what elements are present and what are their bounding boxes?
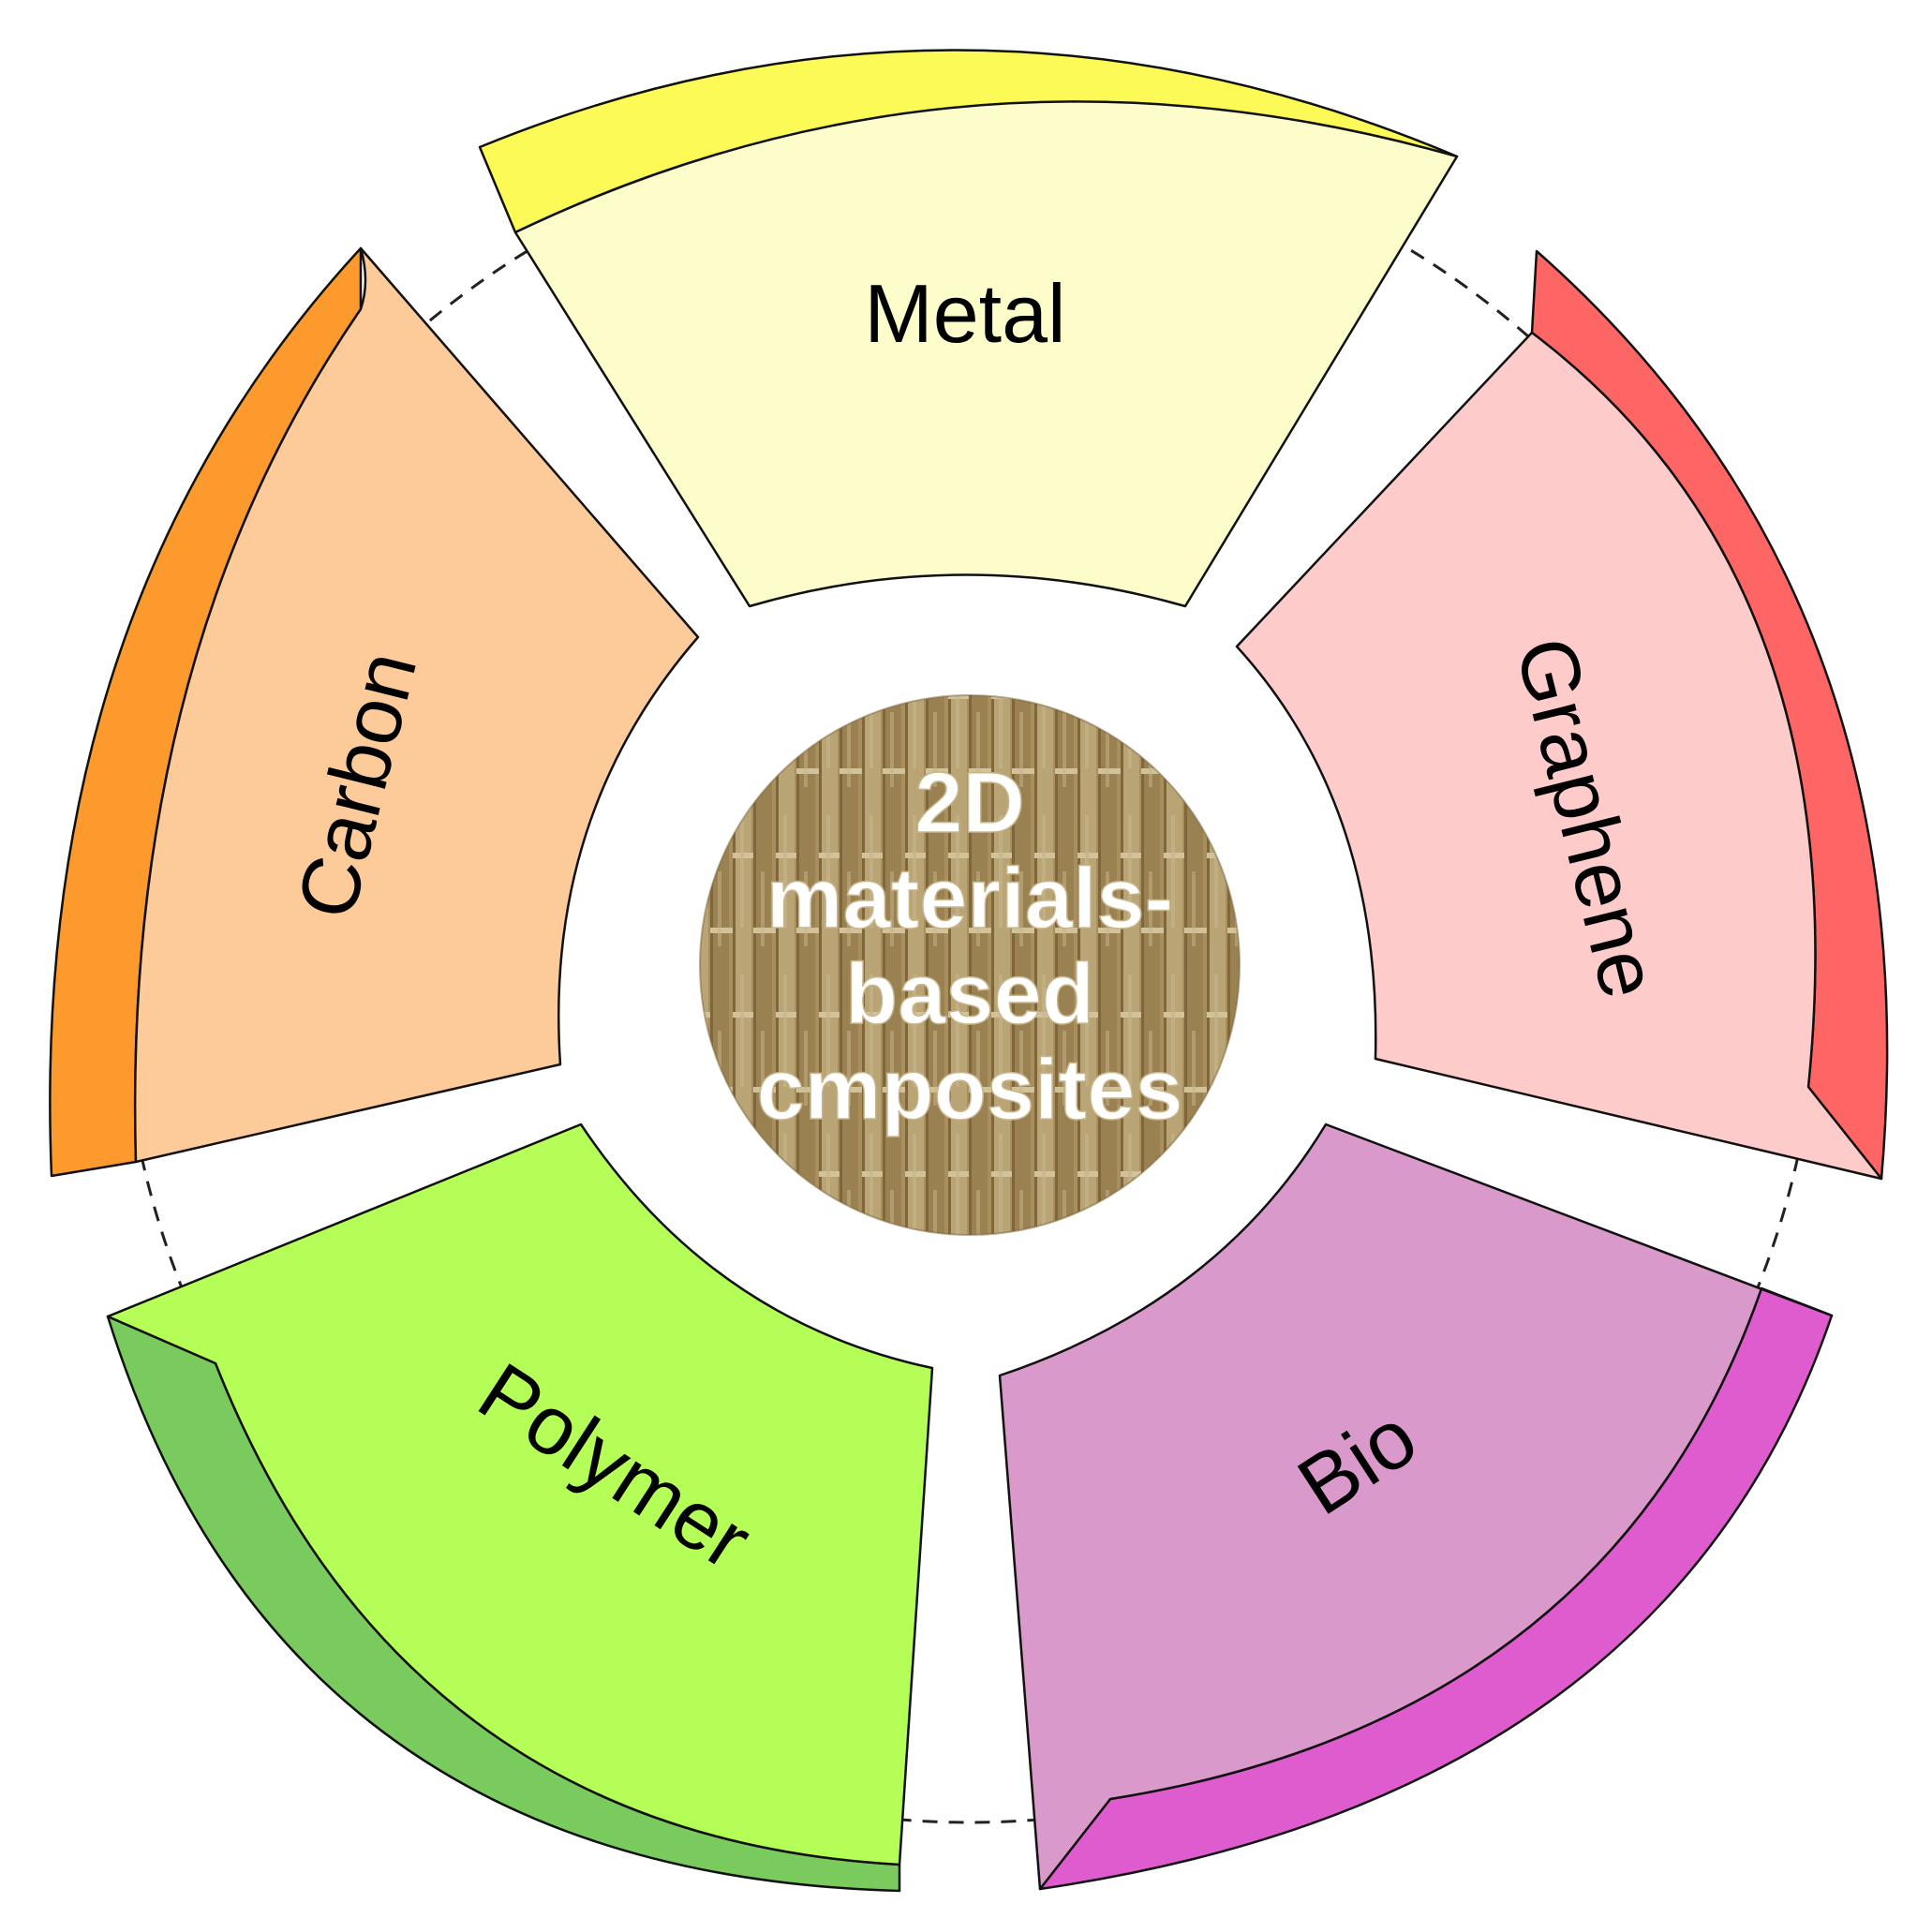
bamboo-texture [700,695,1240,1235]
segment-carbon[interactable]: Carbon [49,246,700,1178]
center-line-3: based [845,946,1094,1042]
center-hub: 2D materials- based cmposites [699,694,1241,1236]
metal-panel [513,100,1459,608]
segment-bio[interactable]: Bio [998,1123,1834,1891]
segment-graphene[interactable]: Graphene [1235,249,1889,1181]
center-line-4: cmposites [756,1042,1182,1137]
metal-label: Metal [864,267,1065,360]
center-line-1: 2D [914,755,1025,851]
segment-metal[interactable]: Metal [478,49,1459,608]
bio-panel [998,1123,1834,1891]
carbon-panel [133,246,700,1164]
polymer-panel [106,1123,934,1866]
segment-polymer[interactable]: Polymer [106,1123,934,1893]
center-disk [700,695,1240,1235]
graphene-panel [1235,331,1883,1181]
center-line-2: materials- [766,851,1174,946]
